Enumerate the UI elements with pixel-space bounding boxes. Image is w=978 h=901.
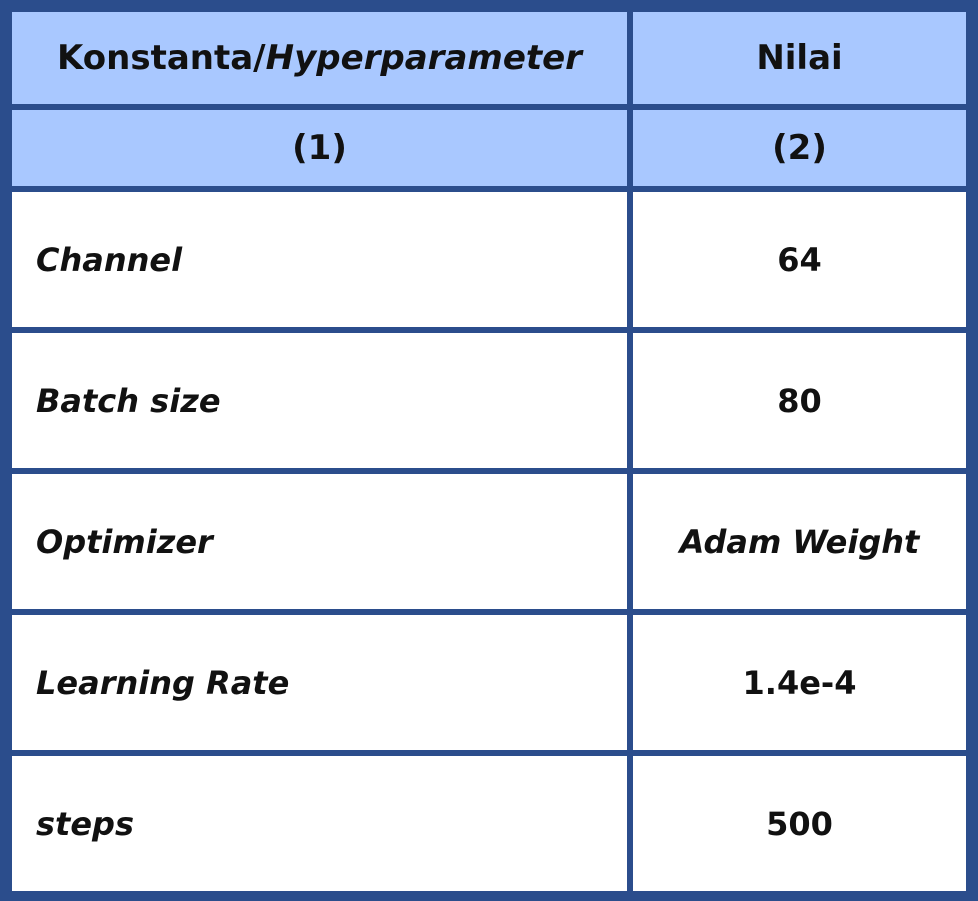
row-value-batch-size: 80 [627, 327, 972, 474]
row-key-steps: steps [6, 750, 633, 897]
header-hyperparameter-label: Hyperparameter [265, 38, 582, 78]
subheader-col2-label: (2) [772, 128, 827, 168]
table-row: steps 500 [6, 750, 972, 897]
row-value-optimizer: Adam Weight [627, 468, 972, 615]
table-header-row: Konstanta/Hyperparameter Nilai [6, 6, 972, 110]
row-key-channel: Channel [6, 186, 633, 333]
header-nilai-label: Nilai [756, 38, 843, 78]
header-cell-nilai: Nilai [627, 6, 972, 110]
table-row: Channel 64 [6, 186, 972, 333]
row-key-optimizer: Optimizer [6, 468, 633, 615]
subheader-col1-label: (1) [292, 128, 347, 168]
row-key-batch-size: Batch size [6, 327, 633, 474]
header-cell-konstanta: Konstanta/Hyperparameter [6, 6, 633, 110]
subheader-cell-2: (2) [627, 104, 972, 192]
row-key-learning-rate: Learning Rate [6, 609, 633, 756]
subheader-cell-1: (1) [6, 104, 633, 192]
header-konstanta-label: Konstanta/ [57, 38, 266, 78]
row-value-learning-rate: 1.4e-4 [627, 609, 972, 756]
row-value-channel: 64 [627, 186, 972, 333]
row-value-steps: 500 [627, 750, 972, 897]
table-subheader-row: (1) (2) [6, 104, 972, 192]
table-row: Batch size 80 [6, 327, 972, 474]
table-row: Learning Rate 1.4e-4 [6, 609, 972, 756]
table-row: Optimizer Adam Weight [6, 468, 972, 615]
hyperparameter-table: Konstanta/Hyperparameter Nilai (1) (2) C… [6, 6, 972, 897]
